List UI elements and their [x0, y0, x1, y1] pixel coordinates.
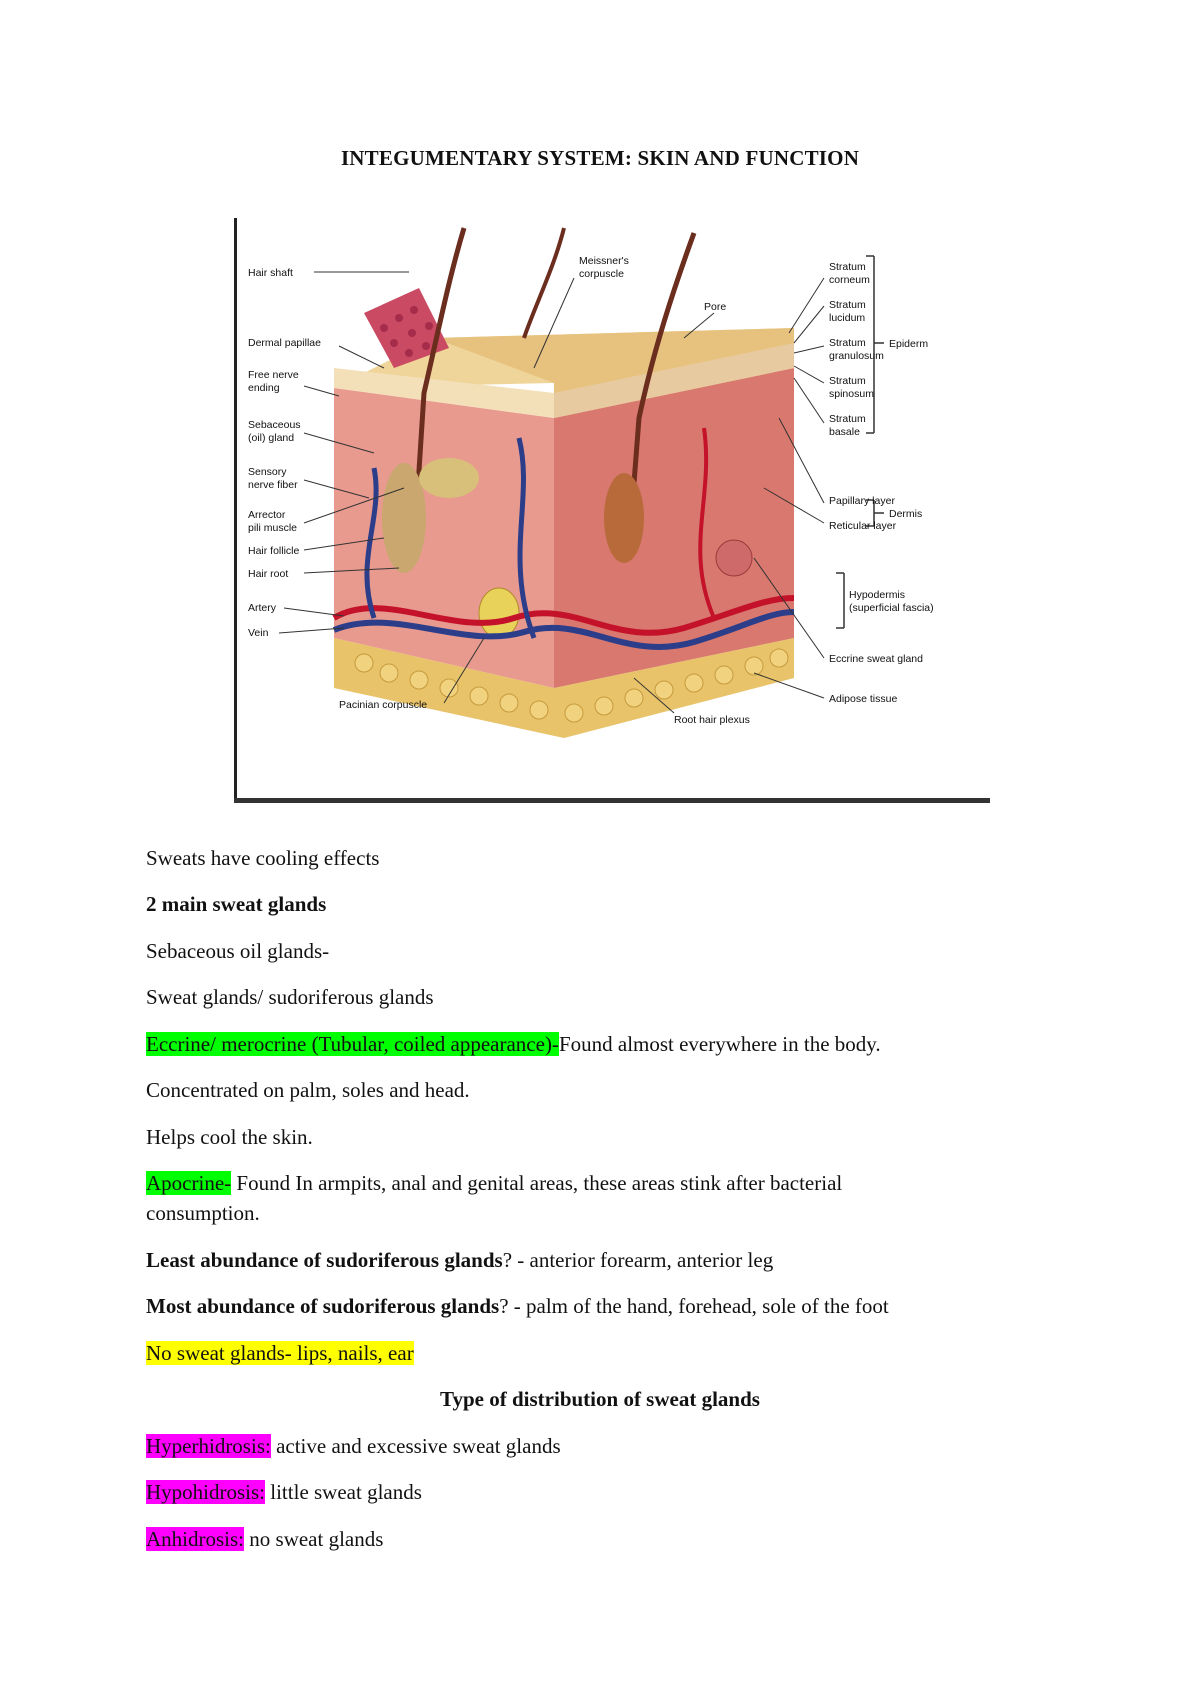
label-reticular-layer: Reticular layer	[829, 520, 897, 532]
artery-vessel	[332, 595, 795, 636]
label-sebaceous-1: Sebaceous	[248, 419, 301, 431]
line-concentrated: Concentrated on palm, soles and head.	[146, 1078, 470, 1102]
vein-vessel	[332, 609, 795, 650]
label-hair-root: Hair root	[248, 568, 288, 580]
label-basale-1: Stratum	[829, 413, 866, 425]
papillae-bumps	[380, 306, 433, 357]
dermis-side-face	[554, 368, 794, 688]
adipose-tissue-region	[334, 638, 794, 738]
label-artery: Artery	[248, 602, 277, 614]
line-most-abundance: Most abundance of sudoriferous glands? -…	[146, 1294, 889, 1318]
label-hypodermis-2: (superficial fascia)	[849, 602, 934, 614]
leader-lines	[278, 271, 825, 714]
line-no-sweat-glands: No sweat glands- lips, nails, ear	[146, 1341, 414, 1365]
label-granulosum-2: granulosum	[829, 350, 884, 362]
eccrine-sweat-gland	[715, 539, 753, 577]
label-adipose: Adipose tissue	[829, 693, 897, 705]
line-hyperhidrosis: Hyperhidrosis: active and excessive swea…	[146, 1434, 561, 1458]
label-sebaceous-2: (oil) gland	[248, 432, 294, 444]
document-title: INTEGUMENTARY SYSTEM: SKIN AND FUNCTION	[340, 146, 860, 170]
label-spinosum-1: Stratum	[829, 375, 866, 387]
label-meissner-2: corpuscle	[579, 268, 624, 280]
line-main-glands: 2 main sweat glands	[146, 892, 327, 916]
line-cooling: Sweats have cooling effects	[146, 846, 380, 870]
label-arrector-2: pili muscle	[248, 522, 297, 534]
label-corneum-2: corneum	[829, 274, 870, 286]
skin-diagram: Hair shaft Dermal papillae Free nerve en…	[248, 227, 934, 738]
label-hair-shaft: Hair shaft	[248, 267, 293, 279]
section-heading-distribution: Type of distribution of sweat glands	[440, 1387, 760, 1411]
label-hair-follicle: Hair follicle	[248, 545, 300, 557]
label-meissner-1: Meissner's	[579, 255, 629, 267]
line-hypohidrosis: Hypohidrosis: little sweat glands	[146, 1480, 422, 1504]
label-lucidum-1: Stratum	[829, 299, 866, 311]
hair-shaft-2	[626, 232, 697, 549]
line-cool-skin: Helps cool the skin.	[146, 1125, 313, 1149]
label-free-nerve-1: Free nerve	[248, 369, 299, 381]
figure-left-border	[234, 218, 237, 803]
hair-follicle	[382, 463, 426, 573]
line-sweat-glands: Sweat glands/ sudoriferous glands	[146, 985, 434, 1009]
label-corneum-1: Stratum	[829, 261, 866, 273]
hair-shaft-1	[411, 227, 467, 549]
skin-cross-section-figure: Hair shaft Dermal papillae Free nerve en…	[234, 218, 990, 803]
label-eccrine-gland: Eccrine sweat gland	[829, 653, 923, 665]
apocrine-highlight: Apocrine-	[146, 1171, 232, 1195]
pacinian-corpuscle	[478, 587, 520, 639]
line-anhidrosis: Anhidrosis: no sweat glands	[146, 1527, 384, 1551]
label-free-nerve-2: ending	[248, 382, 280, 394]
fat-cells	[354, 648, 789, 723]
line-sebaceous: Sebaceous oil glands-	[146, 939, 330, 963]
line-least-abundance: Least abundance of sudoriferous glands? …	[146, 1248, 774, 1272]
label-lucidum-2: lucidum	[829, 312, 865, 324]
label-dermal-papillae: Dermal papillae	[248, 337, 321, 349]
label-hypodermis-1: Hypodermis	[849, 589, 905, 601]
label-sensory-1: Sensory	[248, 466, 287, 478]
label-basale-2: basale	[829, 426, 860, 438]
sebaceous-gland	[419, 458, 479, 498]
label-arrector-1: Arrector	[248, 509, 286, 521]
line-eccrine: Eccrine/ merocrine (Tubular, coiled appe…	[146, 1032, 881, 1056]
label-pore: Pore	[704, 301, 726, 313]
label-spinosum-2: spinosum	[829, 388, 874, 400]
label-papillary-layer: Papillary layer	[829, 495, 895, 507]
label-pacinian: Pacinian corpuscle	[339, 699, 427, 711]
label-dermis: Dermis	[889, 508, 922, 520]
eccrine-highlight: Eccrine/ merocrine (Tubular, coiled appe…	[146, 1032, 559, 1056]
label-root-hair-plexus: Root hair plexus	[674, 714, 750, 726]
figure-bottom-border	[234, 798, 990, 803]
line-apocrine: Apocrine- Found In armpits, anal and gen…	[146, 1171, 843, 1225]
label-granulosum-1: Stratum	[829, 337, 866, 349]
label-vein: Vein	[248, 627, 269, 639]
label-epidermis: Epiderm	[889, 338, 928, 350]
label-sensory-2: nerve fiber	[248, 479, 298, 491]
